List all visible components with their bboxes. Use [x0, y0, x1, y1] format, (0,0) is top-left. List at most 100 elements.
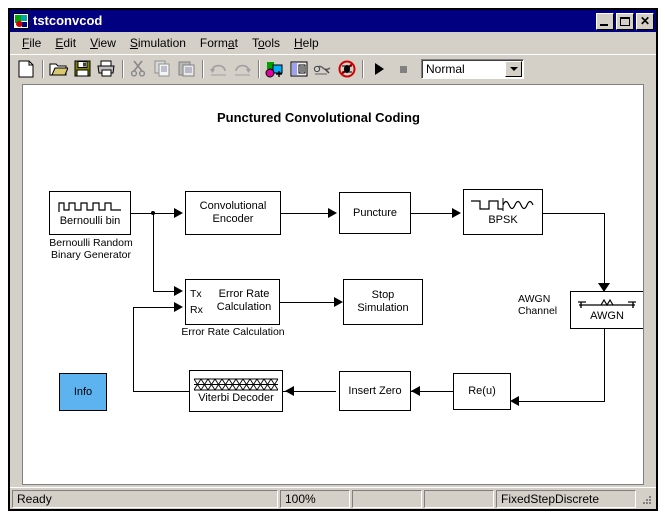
menu-item-tools[interactable]: Tools — [251, 35, 280, 50]
block-insert-zero[interactable]: Insert Zero — [339, 371, 411, 411]
vertical-scrollbar[interactable] — [645, 84, 656, 485]
block-label-info: Info — [73, 386, 93, 398]
arrow-into-tx-port — [174, 286, 183, 296]
resize-grip-icon[interactable] — [640, 494, 654, 508]
menu-item-edit[interactable]: Edit — [55, 35, 77, 50]
block-awgn-channel[interactable]: AWGN — [570, 291, 643, 329]
block-info[interactable]: Info — [59, 373, 107, 411]
menu-label-edit: dit — [63, 35, 77, 50]
diagram-title: Punctured Convolutional Coding — [217, 110, 420, 125]
arrow-into-viterbi-decoder — [285, 386, 294, 396]
status-blank-2 — [424, 489, 494, 508]
menu-item-format[interactable]: Format — [199, 35, 238, 50]
paste-button[interactable] — [175, 58, 198, 80]
wire-awgn-to-reu — [512, 401, 605, 402]
status-ready: Ready — [12, 489, 278, 508]
model-explorer-button[interactable] — [287, 58, 310, 80]
wire-bpsk-out — [543, 213, 604, 214]
block-label-bpsk: BPSK — [488, 214, 518, 226]
cut-button[interactable] — [127, 58, 150, 80]
arrow-into-reu — [510, 396, 519, 406]
start-simulation-icon — [374, 62, 384, 75]
new-model-button[interactable] — [15, 58, 38, 80]
debug-button[interactable] — [335, 58, 358, 80]
toolbar-separator-2 — [119, 59, 126, 79]
wire-bpsk-down — [604, 213, 605, 290]
wire-branch-to-tx-h — [153, 291, 176, 292]
close-icon: ✕ — [639, 14, 651, 28]
tool-bar: Normal — [10, 54, 656, 82]
simulink-model-window: tstconvcod ✕ File Edit View Simulation F… — [8, 8, 658, 511]
stop-simulation-button[interactable] — [391, 58, 414, 80]
maximize-button[interactable] — [616, 12, 634, 30]
library-browser-icon — [265, 61, 283, 77]
arrow-into-rx-port — [174, 302, 183, 312]
cut-scissors-icon — [131, 60, 146, 77]
block-label-viterbi-decoder: Viterbi Decoder — [198, 392, 274, 404]
chevron-down-icon[interactable] — [505, 61, 522, 77]
arrow-into-conv-encoder — [174, 208, 183, 218]
open-model-button[interactable] — [47, 58, 70, 80]
library-browser-button[interactable] — [263, 58, 286, 80]
status-zoom: 100% — [280, 489, 350, 508]
block-label-puncture: Puncture — [352, 206, 398, 219]
redo-icon — [235, 64, 251, 76]
arrow-into-bpsk — [452, 208, 461, 218]
toolbar-separator-5 — [359, 59, 366, 79]
status-blank-1 — [352, 489, 422, 508]
block-error-rate-calculation[interactable]: Tx Rx Error Rate Calculation — [185, 279, 280, 325]
block-label-bernoulli: Bernoulli bin — [59, 214, 121, 227]
block-convolutional-encoder[interactable]: Convolutional Encoder — [185, 191, 281, 235]
save-model-button[interactable] — [71, 58, 94, 80]
menu-item-simulation[interactable]: Simulation — [129, 35, 186, 50]
trellis-icon — [194, 378, 278, 391]
wire-to-rx-h — [133, 307, 176, 308]
block-label-convolutional-encoder: Convolutional Encoder — [199, 200, 267, 225]
menu-item-view[interactable]: View — [90, 35, 116, 50]
square-wave-icon — [58, 201, 121, 212]
start-simulation-button[interactable] — [367, 58, 390, 80]
redo-button[interactable] — [231, 58, 254, 80]
arrow-into-awgn — [598, 283, 610, 292]
menu-item-help[interactable]: Help — [293, 35, 319, 50]
arrow-into-stop-simulation — [334, 297, 343, 307]
wire-reu-to-insertzero — [411, 391, 453, 392]
block-puncture[interactable]: Puncture — [339, 192, 411, 234]
print-icon — [97, 60, 115, 77]
menu-label-format: t — [234, 35, 238, 50]
wire-encoder-to-puncture — [281, 213, 330, 214]
canvas-area: Punctured Convolutional Coding Bernoulli… — [10, 82, 656, 487]
port-label-rx: Rx — [190, 304, 203, 316]
close-button[interactable]: ✕ — [636, 12, 654, 30]
minimize-button[interactable] — [596, 12, 614, 30]
menu-label-help: elp — [302, 35, 319, 50]
model-canvas[interactable]: Punctured Convolutional Coding Bernoulli… — [22, 84, 644, 485]
block-bernoulli-binary-generator[interactable]: Bernoulli bin — [49, 191, 131, 235]
arrow-into-insert-zero — [411, 386, 420, 396]
block-bpsk-modulator[interactable]: BPSK — [463, 189, 543, 235]
copy-button[interactable] — [151, 58, 174, 80]
update-diagram-icon — [313, 65, 331, 75]
square-to-sine-wave-icon — [471, 198, 534, 211]
menu-label-tools: ols — [264, 35, 280, 50]
undo-icon — [210, 64, 226, 76]
simulation-mode-combobox[interactable]: Normal — [421, 58, 524, 79]
simulink-model-icon — [13, 13, 29, 29]
block-label-error-rate: Error Rate Calculation — [216, 288, 272, 313]
print-button[interactable] — [95, 58, 118, 80]
save-floppy-icon — [74, 60, 91, 77]
window-title: tstconvcod — [33, 13, 103, 28]
menu-label-simulation: imulation — [137, 35, 186, 50]
block-complex-to-real[interactable]: Re(u) — [453, 373, 511, 410]
block-label-stop-simulation: Stop Simulation — [357, 289, 409, 314]
undo-button[interactable] — [207, 58, 230, 80]
block-stop-simulation[interactable]: Stop Simulation — [343, 279, 423, 325]
status-bar: Ready 100% FixedStepDiscrete — [10, 487, 656, 509]
block-viterbi-decoder[interactable]: Viterbi Decoder — [189, 370, 283, 412]
status-solver: FixedStepDiscrete — [496, 489, 636, 508]
update-diagram-button[interactable] — [311, 58, 334, 80]
toolbar-separator-4 — [255, 59, 262, 79]
wire-viterbi-to-rx-v — [133, 307, 134, 392]
menu-item-file[interactable]: File — [22, 35, 42, 50]
